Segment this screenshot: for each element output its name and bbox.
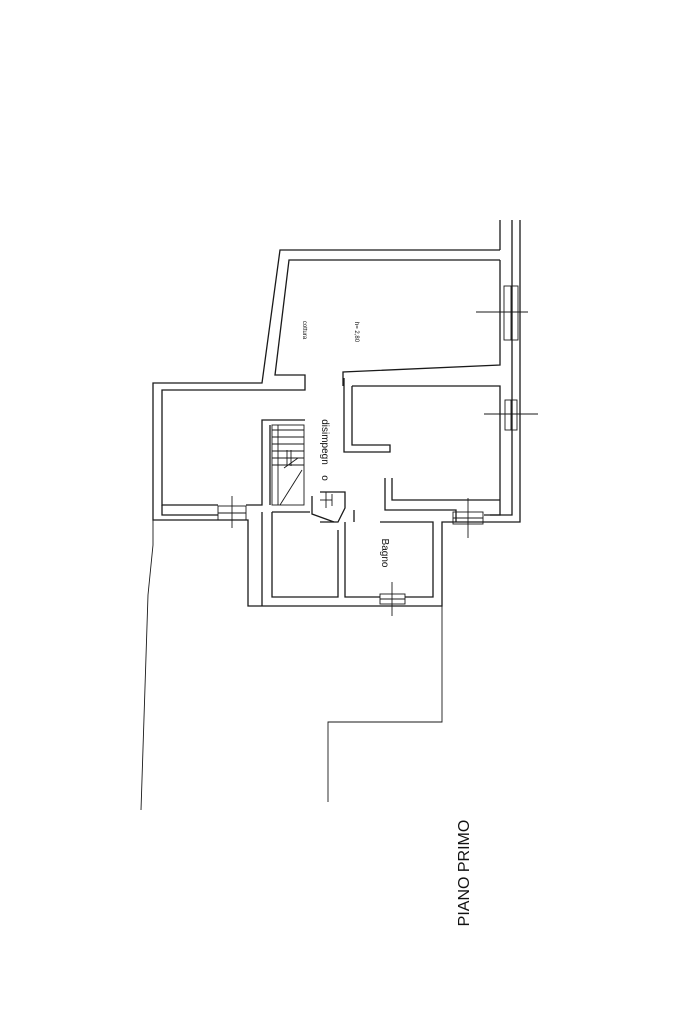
site-boundary bbox=[140, 220, 501, 811]
stair bbox=[271, 424, 305, 506]
room-label-height: h= 2,80 bbox=[353, 322, 359, 343]
plan-title: PIANO PRIMO bbox=[456, 820, 473, 927]
outer-walls bbox=[152, 220, 521, 607]
room-label-disimpegno-prefix: o bbox=[319, 475, 330, 481]
room-label-bagno: Bagno bbox=[379, 539, 390, 568]
interior-walls bbox=[161, 378, 501, 606]
room-label-disimpegno: disimpegn bbox=[319, 419, 330, 465]
room-label-cottura: cottura bbox=[301, 321, 307, 340]
corridor-symbol bbox=[320, 492, 333, 508]
window-marks bbox=[217, 285, 538, 616]
